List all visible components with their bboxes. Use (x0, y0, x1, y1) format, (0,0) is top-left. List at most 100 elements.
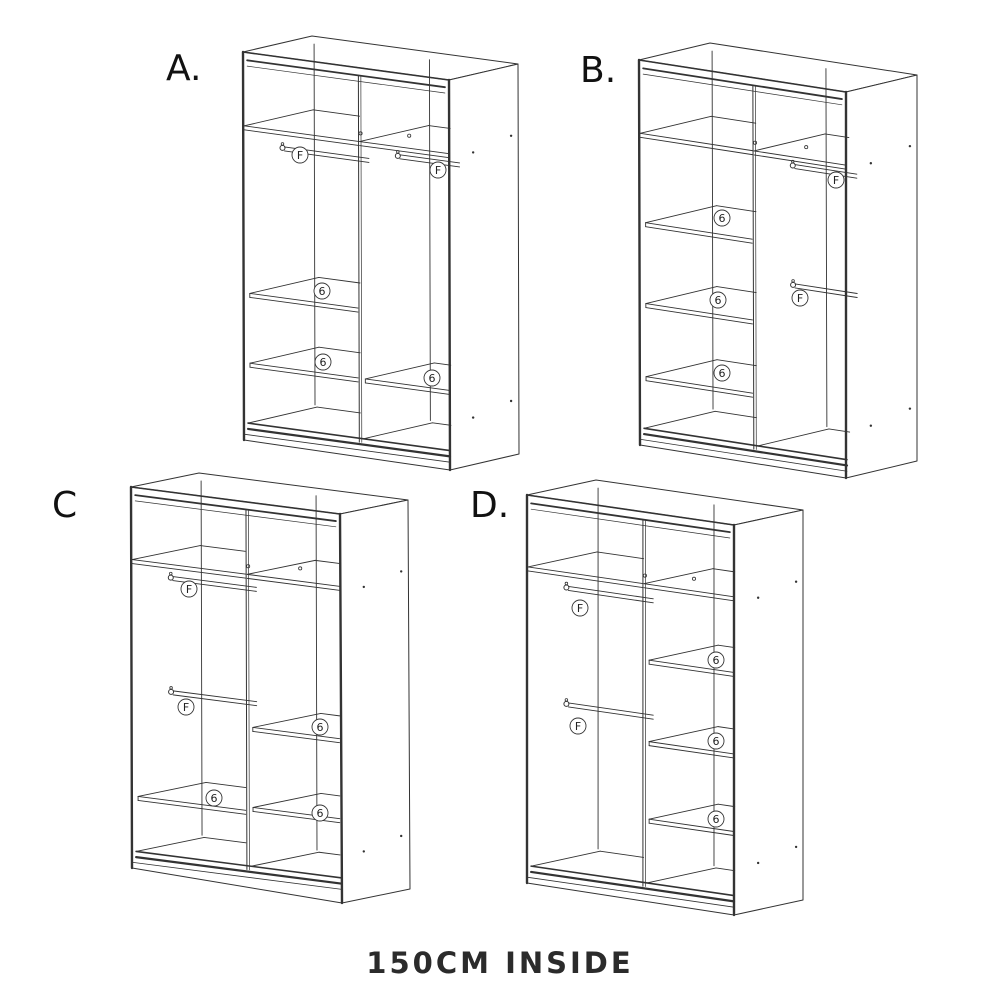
part-label-circle (713, 209, 731, 227)
shelf-lower-edge (252, 731, 340, 744)
part-label-circle (791, 289, 809, 307)
plinth-top-edge (526, 876, 735, 908)
front-frame (130, 486, 343, 904)
bottom-sliding-rail (135, 856, 343, 885)
top-sliding-rail-edge (530, 508, 731, 539)
part-label-text: 6 (719, 367, 726, 380)
side-hole (471, 416, 475, 419)
rail-bracket-icon (169, 571, 173, 576)
top-sliding-rail-edge (642, 73, 843, 106)
shelf-pin (407, 133, 412, 138)
shelf-side-edge (645, 286, 718, 304)
floor-side-edge (250, 851, 320, 867)
top-shelf-side-edge (246, 559, 316, 575)
rail-bracket-icon (790, 281, 797, 288)
shelf-side-edge (648, 803, 719, 820)
shelf-side-edge (249, 346, 320, 364)
shelf-pin (298, 566, 303, 571)
part-label-circle (713, 364, 731, 382)
part-label-shelf: 6 (423, 369, 441, 387)
rail-bracket-icon (564, 698, 569, 702)
top-shelf-front-edge (527, 566, 644, 585)
shelf-back-edge (318, 346, 361, 354)
left-side-edge (129, 485, 134, 870)
side-panel (733, 509, 804, 916)
rail-bracket-icon (791, 159, 795, 164)
floor-side-edge (362, 422, 433, 440)
top-shelf-front-edge (243, 125, 359, 142)
right-side-edge (447, 78, 452, 472)
shelf-back-edge (318, 276, 361, 284)
top-shelf-lower-edge (527, 570, 644, 589)
part-label-text: F (797, 292, 803, 305)
part-label-shelf: 6 (311, 804, 329, 822)
part-label-text: F (183, 701, 189, 714)
part-label-rail: F (569, 717, 587, 735)
rail-bracket-icon (563, 584, 570, 591)
variant-label-b: B. (580, 50, 617, 91)
variant-label-a: A. (166, 48, 202, 89)
top-sliding-rail-edge (246, 65, 446, 94)
part-label-text: F (435, 164, 441, 177)
part-label-circle (827, 171, 845, 189)
shelf-front-edge (252, 727, 340, 740)
side-panel (845, 74, 918, 479)
side-hole (908, 407, 912, 410)
part-label-text: 6 (715, 294, 722, 307)
side-hole (400, 834, 403, 838)
shelf-back-edge (717, 726, 736, 730)
top-shelf-lower-edge (639, 136, 754, 156)
floor-side-edge (646, 867, 717, 884)
shelf-side-edge (252, 793, 322, 808)
shelf-lower-edge (252, 811, 341, 824)
part-label-shelf: 6 (314, 353, 332, 371)
top-shelf-side-edge (639, 115, 712, 134)
side-hole (471, 151, 475, 154)
top-shelf-lower-edge (246, 577, 341, 591)
top-shelf-side-edge (243, 109, 314, 127)
part-label-circle (429, 161, 447, 179)
part-label-text: 6 (719, 212, 726, 225)
rail-bracket-icon (394, 152, 401, 159)
shelf-front-edge (249, 292, 359, 309)
rail-bracket-icon (167, 574, 174, 581)
top-panel (526, 479, 804, 526)
rail-bracket-icon (789, 162, 796, 169)
part-label-circle (707, 651, 725, 669)
part-label-shelf: 6 (707, 810, 725, 828)
hanging-rail-edge (567, 706, 654, 720)
top-shelf-back-edge (312, 109, 361, 117)
shelf-front-edge (648, 741, 734, 755)
shelf-pin (358, 131, 363, 136)
bottom-sliding-rail (643, 432, 849, 467)
rail-bracket-icon (791, 279, 795, 283)
variant-label-d: D. (470, 485, 510, 526)
part-label-text: 6 (713, 654, 720, 667)
top-shelf-back-edge (710, 115, 757, 124)
part-label-shelf: 6 (713, 364, 731, 382)
shelf-side-edge (645, 359, 718, 378)
side-hole (756, 861, 760, 865)
shelf-front-edge (364, 378, 450, 391)
hanging-rail-edge (172, 694, 258, 707)
top-shelf-back-edge (428, 125, 451, 129)
shelf-front-edge (648, 659, 734, 673)
floor-back-edge (714, 410, 757, 419)
floor-back-edge (203, 836, 247, 844)
hanging-rail (172, 576, 257, 588)
part-label-circle (180, 580, 198, 598)
plinth-top-edge (131, 861, 342, 890)
bottom-sliding-rail (530, 870, 736, 903)
top-shelf-lower-edge (359, 145, 450, 159)
top-shelf-back-edge (712, 568, 736, 573)
shelf-back-edge (716, 205, 757, 213)
side-panel (339, 499, 411, 904)
shelf-front-edge (648, 818, 734, 832)
rail-bracket-icon (279, 144, 286, 151)
floor-side-edge (247, 406, 318, 424)
back-corner-line (313, 43, 316, 406)
part-label-circle (571, 599, 589, 617)
